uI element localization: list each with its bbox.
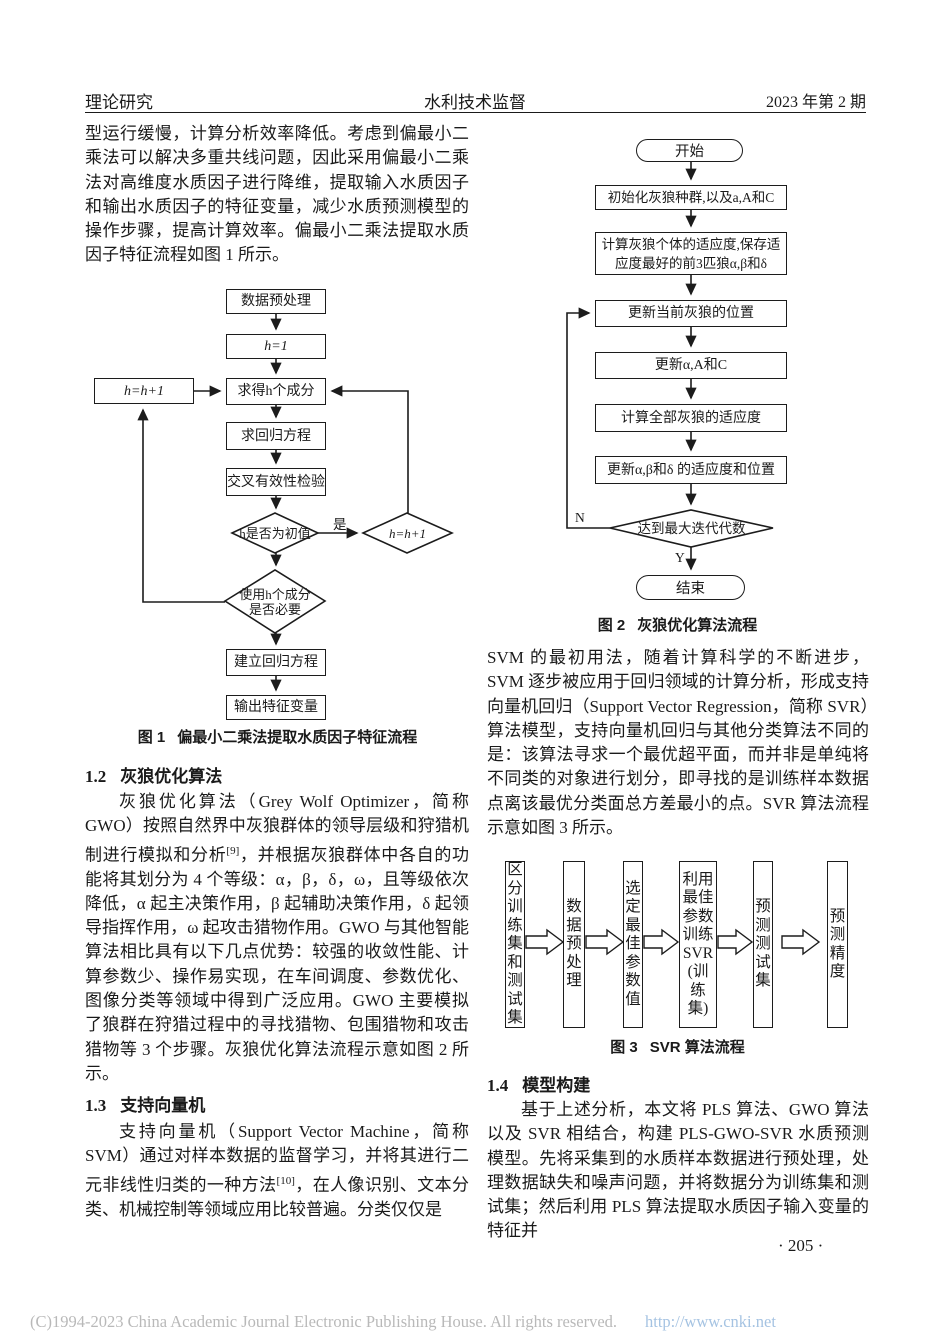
footer-copyright: (C)1994-2023 China Academic Journal Elec…: [30, 1312, 618, 1331]
header-section-label: 理论研究: [85, 93, 153, 112]
footer: (C)1994-2023 China Academic Journal Elec…: [30, 1312, 776, 1332]
svr-step-select-params: 选定最佳参数值: [623, 861, 643, 1028]
figure-2-caption-text: 灰狼优化算法流程: [637, 617, 758, 634]
edge-label-no: N: [575, 510, 585, 525]
figure-1-caption: 图 1 偏最小二乘法提取水质因子特征流程: [85, 726, 470, 747]
heading-1-3-number: 1.3: [85, 1096, 107, 1115]
figure-3-caption: 图 3 SVR 算法流程: [487, 1036, 868, 1057]
flow-node-update-abd: 更新α,β和δ 的适应度和位置: [595, 456, 787, 484]
heading-1-2-number: 1.2: [85, 767, 107, 786]
figure-1-connectors: [137, 314, 454, 692]
figure-1-caption-text: 偏最小二乘法提取水质因子特征流程: [177, 729, 418, 746]
heading-1-4-number: 1.4: [487, 1076, 509, 1095]
heading-1-2-title: 灰狼优化算法: [120, 767, 223, 786]
figure-3-caption-text: SVR 算法流程: [649, 1039, 745, 1056]
citation-10: [10]: [276, 1174, 295, 1187]
flow-node-h-increment-left: h=h+1: [94, 378, 194, 404]
paragraph-pls-intro: 型运行缓慢，计算分析效率降低。考虑到偏最小二乘法可以解决多重共线问题，因此采用偏…: [85, 124, 469, 265]
edge-label-yes: Y: [675, 550, 685, 565]
svr-step-train-svr: 利用最佳参数训练SVR(训练集): [679, 861, 717, 1028]
flow-node-regression: 求回归方程: [226, 422, 326, 450]
page-number: · 205 ·: [778, 1236, 824, 1255]
paragraph-svm-text-cont: ，在人像识别、文本分类、机械控制等领域应用比较普遍。分类仅仅是: [85, 1175, 470, 1219]
flow-node-output-features: 输出特征变量: [226, 695, 326, 720]
heading-1-4-title: 模型构建: [522, 1076, 591, 1095]
figure-2-caption: 图 2 灰狼优化算法流程: [487, 614, 868, 635]
flow-node-build-regression: 建立回归方程: [226, 649, 326, 676]
flow-decision-is-initial: h是否为初值: [239, 525, 311, 541]
footer-url[interactable]: http://www.cnki.net: [645, 1312, 776, 1331]
paragraph-gwo-text-cont: ，并根据灰狼群体中各自的功能将其划分为 4 个等级：α，β，δ，ω，且等级依次降…: [85, 845, 470, 1083]
figure-3-arrows: [525, 928, 821, 956]
flow-node-start: 开始: [636, 139, 743, 162]
paragraph-gwo: 灰狼优化算法（Grey Wolf Optimizer，简称 GWO）按照自然界中…: [85, 790, 469, 1086]
heading-1-3-title: 支持向量机: [120, 1096, 206, 1115]
heading-1-4: 1.4 模型构建: [487, 1071, 590, 1096]
flow-node-end: 结束: [636, 575, 745, 600]
svr-step-preprocess: 数据预处理: [563, 861, 585, 1028]
flow-node-update-position: 更新当前灰狼的位置: [595, 300, 787, 327]
svr-step-split-dataset: 区分训练集和测试集: [505, 861, 525, 1028]
flow-node-h-init: h=1: [226, 334, 326, 359]
figure-1-caption-number: 图 1: [137, 729, 166, 746]
figure-2-caption-number: 图 2: [597, 617, 626, 634]
paragraph-gwo-text: 灰狼优化算法（Grey Wolf Optimizer，简称 GWO）按照自然界中…: [85, 792, 469, 865]
paragraph-model-build: 基于上述分析，本文将 PLS 算法、GWO 算法以及 SVR 相结合，构建 PL…: [487, 1100, 869, 1241]
flow-node-init-population: 初始化灰狼种群,以及a,A和C: [595, 185, 787, 210]
citation-9: [9]: [226, 844, 240, 857]
header-rule: [85, 112, 866, 113]
flow-node-h-increment-right: h=h+1: [388, 525, 427, 541]
issue-label: 2023 年第 2 期: [765, 94, 866, 111]
figure-1-pls-flowchart: 数据预处理 h=1 h=h+1 求得h个成分 求回归方程 交叉有效性检验 h是否…: [85, 285, 470, 750]
figure-2-connectors: [566, 161, 774, 571]
figure-2-gwo-flowchart: 开始 初始化灰狼种群,以及a,A和C 计算灰狼个体的适应度,保存适应度最好的前3…: [487, 130, 868, 640]
flow-node-preprocess: 数据预处理: [226, 289, 326, 314]
journal-title: 水利技术监督: [424, 93, 526, 112]
svr-step-predict-testset: 预测测试集: [753, 861, 773, 1028]
flow-node-fitness-top3: 计算灰狼个体的适应度,保存适应度最好的前3匹狼α,β和δ: [595, 232, 787, 275]
svr-step-accuracy: 预测精度: [827, 861, 848, 1028]
flow-node-update-aac: 更新α,A和C: [595, 352, 787, 379]
figure-3-svr-flowchart: 区分训练集和测试集 数据预处理 选定最佳参数值 利用最佳参数训练SVR(训练集)…: [487, 855, 868, 1060]
heading-1-2: 1.2 灰狼优化算法: [85, 762, 222, 787]
figure-3-caption-number: 图 3: [610, 1039, 638, 1056]
paragraph-svr: SVM 的最初用法，随着计算科学的不断进步，SVM 逐步被应用于回归领域的计算分…: [487, 648, 869, 838]
paragraph-svm: 支持向量机（Support Vector Machine，简称 SVM）通过对样…: [85, 1120, 469, 1222]
paragraph-svm-text: 支持向量机（Support Vector Machine，简称 SVM）通过对样…: [85, 1122, 469, 1195]
flow-decision-use-components: 使用h个成分是否必要: [239, 587, 311, 617]
edge-label-yes: 是: [333, 517, 347, 532]
flow-node-fitness-all: 计算全部灰狼的适应度: [595, 404, 787, 432]
flow-node-cross-validation: 交叉有效性检验: [226, 468, 326, 496]
heading-1-3: 1.3 支持向量机: [85, 1091, 205, 1116]
flow-decision-max-iteration: 达到最大迭代代数: [637, 521, 746, 536]
flow-node-get-components: 求得h个成分: [226, 378, 326, 405]
